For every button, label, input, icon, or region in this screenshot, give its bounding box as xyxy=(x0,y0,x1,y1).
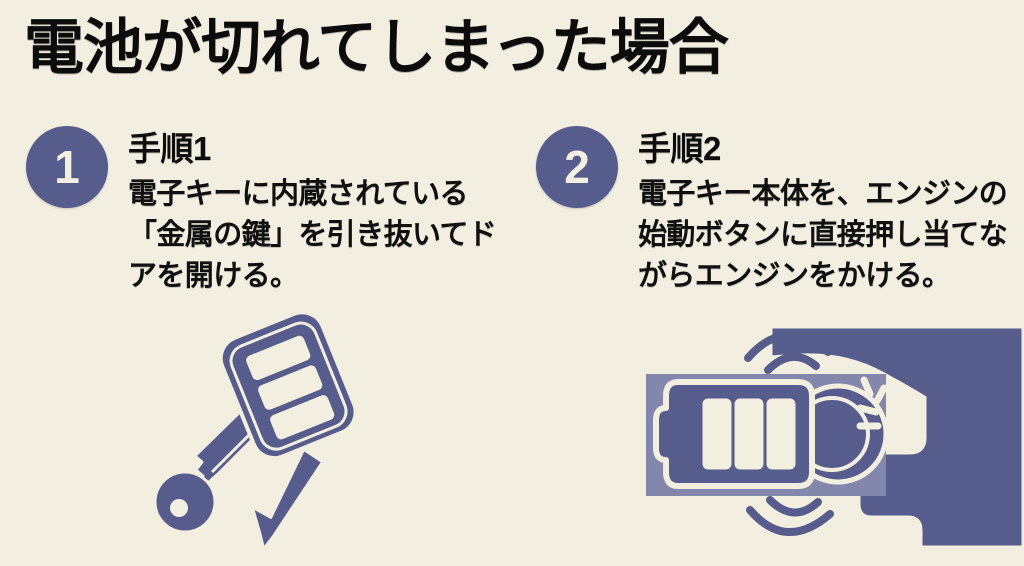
step-2-number-label: 2 xyxy=(564,141,590,193)
metal-key-shape xyxy=(153,398,274,534)
downward-arrow-icon xyxy=(252,449,323,549)
key-fob-pull-metal-key-icon xyxy=(140,300,390,550)
spark-rays-icon xyxy=(856,376,888,430)
step-1-description: 電子キーに内蔵されている「金属の鍵」を引き抜いてドアを開ける。 xyxy=(128,178,497,292)
step-2-heading: 手順2 xyxy=(638,130,721,167)
key-fob-body-shape xyxy=(653,379,815,489)
dashboard-silhouette-shape xyxy=(767,323,1024,551)
step-2-number-badge: 2 xyxy=(536,126,618,208)
step-1-heading: 手順1 xyxy=(128,130,211,167)
step-1-number-label: 1 xyxy=(54,141,80,193)
step-2-body: 手順2 電子キー本体を、エンジンの始動ボタンに直接押し当てながらエンジンをかける… xyxy=(638,130,1024,297)
key-fob-body-shape xyxy=(218,310,358,461)
step-1-body: 手順1 電子キーに内蔵されている「金属の鍵」を引き抜いてドアを開ける。 xyxy=(128,130,516,297)
page-title: 電池が切れてしまった場合 xyxy=(24,14,729,81)
signal-waves-bottom-icon xyxy=(746,496,834,537)
step-2-description: 電子キー本体を、エンジンの始動ボタンに直接押し当てながらエンジンをかける。 xyxy=(638,178,1008,292)
signal-waves-top-icon xyxy=(744,331,832,374)
key-fob-against-start-button-icon xyxy=(620,312,1024,562)
step-1-number-badge: 1 xyxy=(26,126,108,208)
